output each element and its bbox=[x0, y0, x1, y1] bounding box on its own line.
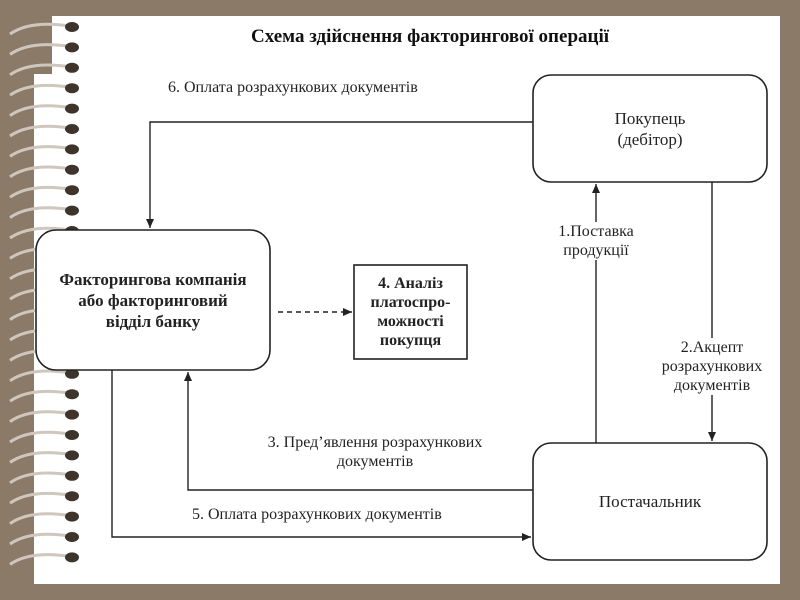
spiral-ring bbox=[9, 124, 79, 138]
spiral-ring bbox=[9, 42, 79, 56]
spiral-ring bbox=[9, 103, 79, 117]
edge-3-label: 3. Пред’явлення розрахункових документів bbox=[267, 434, 483, 470]
buyer-node-label: Покупець (дебітор) bbox=[614, 108, 686, 149]
spiral-ring bbox=[9, 144, 79, 158]
buyer-node bbox=[532, 74, 768, 183]
spiral-ring bbox=[9, 22, 79, 36]
spiral-ring bbox=[9, 83, 79, 97]
edge-6-label: 6. Оплата розрахункових документів bbox=[168, 79, 418, 96]
spiral-ring bbox=[9, 470, 79, 485]
spiral-ring bbox=[9, 409, 79, 423]
spiral-ring bbox=[9, 532, 79, 546]
edge-1-label: 1.Поставка продукції bbox=[540, 222, 652, 260]
analysis-node-label: 4. Аналіз платоспро- можності покупця bbox=[370, 275, 451, 349]
spiral-ring bbox=[9, 185, 79, 199]
edge-2-label: 2.Акцепт розрахункових документів bbox=[644, 338, 780, 395]
analysis-node bbox=[353, 264, 468, 360]
edge-6-arrow bbox=[146, 121, 533, 228]
supplier-node-label: Постачальник bbox=[598, 492, 702, 511]
edge-3-arrow bbox=[184, 372, 533, 491]
spiral-ring bbox=[9, 164, 79, 179]
factoring-node-label: Факторингова компанія або факторинговий … bbox=[59, 269, 247, 331]
page-title: Схема здійснення факторингової операції bbox=[250, 26, 610, 47]
edge-5-label: 5. Оплата розрахункових документів bbox=[192, 506, 442, 523]
spiral-ring bbox=[9, 62, 79, 77]
supplier-node bbox=[532, 442, 768, 561]
spiral-ring bbox=[9, 511, 79, 525]
spiral-ring bbox=[9, 552, 79, 566]
paper-sheet-top bbox=[52, 16, 780, 76]
edge-5-arrow bbox=[111, 370, 531, 541]
spiral-ring bbox=[9, 430, 79, 444]
spiral-ring bbox=[9, 368, 79, 383]
factoring-node bbox=[35, 229, 271, 371]
spiral-ring bbox=[9, 205, 79, 219]
spiral-ring bbox=[9, 389, 79, 403]
spiral-ring bbox=[9, 491, 79, 505]
spiral-ring bbox=[9, 450, 79, 464]
